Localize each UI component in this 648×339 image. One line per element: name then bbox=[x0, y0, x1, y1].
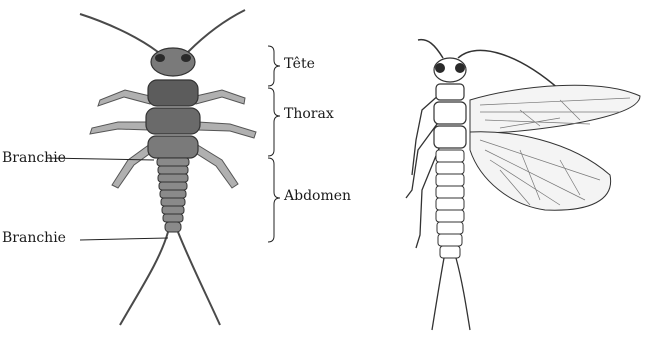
adult-illustration bbox=[406, 40, 640, 330]
adult-cercus-left bbox=[432, 258, 444, 330]
adult-cercus-right bbox=[456, 258, 470, 330]
adult-eye-right bbox=[455, 63, 465, 73]
adult-eye-left bbox=[435, 63, 445, 73]
nymph-eye-left bbox=[155, 54, 165, 62]
label-thorax: Thorax bbox=[284, 106, 334, 122]
label-gill-upper: Branchie bbox=[2, 150, 66, 166]
nymph-antenna-left bbox=[80, 14, 158, 52]
brace-thorax bbox=[268, 88, 280, 156]
label-abdomen: Abdomen bbox=[284, 188, 351, 204]
brace-head bbox=[268, 46, 280, 86]
nymph-thorax bbox=[146, 80, 200, 158]
nymph-illustration bbox=[46, 10, 280, 325]
adult-forewing bbox=[470, 85, 640, 132]
adult-antenna-left bbox=[418, 40, 443, 58]
leader-line-gill-lower bbox=[80, 238, 168, 240]
nymph-eye-right bbox=[181, 54, 191, 62]
adult-antenna-right bbox=[458, 50, 560, 90]
label-head: Tête bbox=[284, 56, 315, 72]
nymph-antenna-right bbox=[188, 10, 245, 52]
nymph-cercus-right bbox=[178, 232, 220, 325]
nymph-cercus-left bbox=[120, 232, 168, 325]
nymph-head bbox=[151, 48, 195, 76]
adult-abdomen bbox=[436, 150, 464, 258]
nymph-abdomen bbox=[157, 158, 189, 232]
brace-abdomen bbox=[268, 158, 280, 242]
adult-wings bbox=[470, 85, 640, 210]
label-gill-lower: Branchie bbox=[2, 230, 66, 246]
adult-thorax bbox=[434, 84, 466, 148]
